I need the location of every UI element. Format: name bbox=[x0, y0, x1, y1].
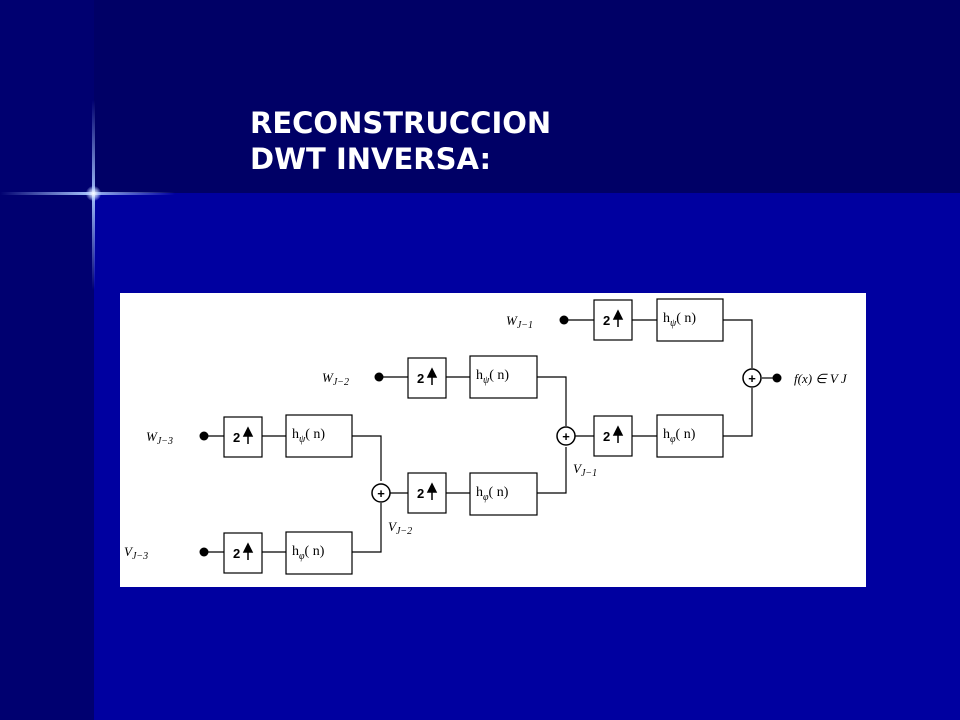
upsampler-box: 2 bbox=[223, 532, 263, 574]
input-label-v-j-3: VJ−3 bbox=[124, 544, 148, 562]
svg-text:hψ( n): hψ( n) bbox=[663, 311, 696, 329]
svg-text:+: + bbox=[748, 371, 756, 386]
summing-node: + bbox=[371, 483, 391, 503]
slide-header-band bbox=[0, 0, 960, 193]
filter-box-phi: hφ( n) bbox=[469, 472, 538, 516]
slide-title: RECONSTRUCCION DWT INVERSA: bbox=[250, 105, 551, 177]
intermediate-label-v-j-1: VJ−1 bbox=[573, 461, 597, 479]
filter-box-psi: hψ( n) bbox=[469, 355, 538, 399]
svg-text:hφ( n): hφ( n) bbox=[292, 544, 325, 562]
svg-text:2: 2 bbox=[603, 429, 610, 444]
upsampler-box: 2 bbox=[407, 472, 447, 514]
filter-box-phi: hφ( n) bbox=[656, 414, 724, 458]
svg-text:+: + bbox=[562, 429, 570, 444]
svg-text:hφ( n): hφ( n) bbox=[663, 427, 696, 445]
svg-text:2: 2 bbox=[603, 313, 610, 328]
upsampler-box: 2 bbox=[407, 357, 447, 399]
input-node-dots bbox=[199, 315, 782, 557]
svg-text:hψ( n): hψ( n) bbox=[476, 368, 509, 386]
svg-text:+: + bbox=[377, 486, 385, 501]
filter-box-phi: hφ( n) bbox=[285, 531, 353, 575]
upsampler-box: 2 bbox=[223, 416, 263, 458]
upsampler-box: 2 bbox=[593, 415, 633, 457]
svg-text:2: 2 bbox=[417, 371, 424, 386]
slide-left-band bbox=[0, 0, 94, 720]
svg-text:2: 2 bbox=[417, 486, 424, 501]
svg-text:2: 2 bbox=[233, 430, 240, 445]
input-label-w-j-1: WJ−1 bbox=[506, 313, 533, 331]
slide-title-line-1: RECONSTRUCCION bbox=[250, 106, 552, 140]
upsampler-box: 2 bbox=[593, 299, 633, 341]
input-label-w-j-3: WJ−3 bbox=[146, 429, 173, 447]
diagram-svg: 2 2 2 2 2 2 hψ bbox=[124, 298, 848, 575]
filter-box-psi: hψ( n) bbox=[285, 414, 353, 458]
svg-text:2: 2 bbox=[233, 546, 240, 561]
input-label-w-j-2: WJ−2 bbox=[322, 370, 349, 388]
sparkle-icon bbox=[86, 186, 101, 201]
filter-box-psi: hψ( n) bbox=[656, 298, 724, 342]
diagram-wires bbox=[204, 319, 777, 553]
svg-text:hφ( n): hφ( n) bbox=[476, 485, 509, 503]
summing-node: + bbox=[556, 426, 576, 446]
output-label: f(x) ∈ V J bbox=[794, 371, 848, 386]
summing-node: + bbox=[742, 368, 762, 388]
dwt-reconstruction-diagram: 2 2 2 2 2 2 hψ bbox=[120, 293, 866, 587]
svg-text:hψ( n): hψ( n) bbox=[292, 427, 325, 445]
intermediate-label-v-j-2: VJ−2 bbox=[388, 519, 412, 537]
slide-title-line-2: DWT INVERSA: bbox=[250, 142, 492, 176]
